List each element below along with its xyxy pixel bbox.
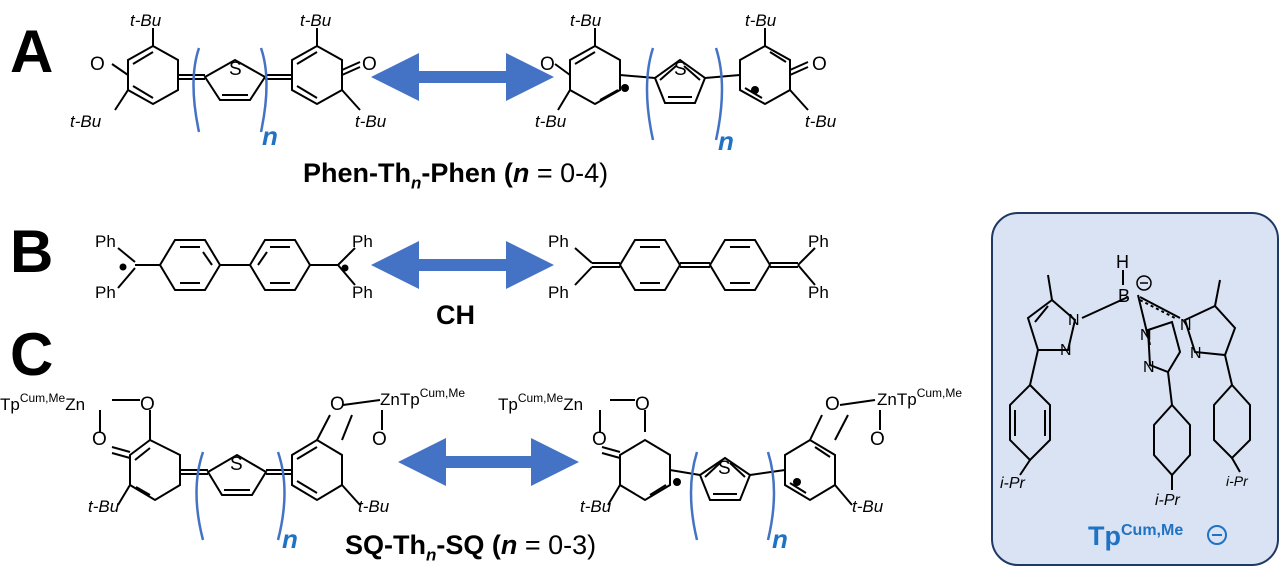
caption-c-post: -SQ ( — [436, 530, 501, 560]
c1-ligand-right: ZnTpCum,Me — [380, 386, 465, 409]
b1-ph-top-right: Ph — [352, 232, 373, 251]
a2-tbu-top-left: t-Bu — [570, 11, 602, 30]
a1-tbu-top-left: t-Bu — [130, 11, 162, 30]
panel-a-right-structure — [554, 28, 809, 111]
panel-letter-b: B — [10, 218, 54, 285]
b2-ph-bottom-right: Ph — [808, 283, 829, 302]
c2-oxygen-3: O — [825, 394, 840, 415]
inset-ipr-right: i-Pr — [1226, 473, 1249, 489]
c1-oxygen-3: O — [330, 394, 345, 415]
caption-a-sub: n — [411, 173, 422, 193]
c2-tbu-left: t-Bu — [580, 497, 612, 516]
c2-ligand-right: ZnTpCum,Me — [877, 386, 962, 409]
radical-dot-c-right — [793, 478, 801, 486]
caption-a-pre: Phen-Th — [303, 158, 411, 188]
a1-oxygen-left: O — [90, 54, 105, 75]
inset-atom-n-6: N — [1190, 345, 1202, 362]
caption-a-n: n — [512, 158, 530, 188]
panel-letter-a: A — [10, 18, 54, 85]
inset-atom-n-4: N — [1143, 359, 1155, 376]
c2-oxygen-1: O — [635, 394, 650, 415]
caption-c: SQ-Thn-SQ (n = 0-3) — [345, 530, 596, 565]
a2-index-n: n — [718, 126, 734, 156]
a2-tbu-bottom-right: t-Bu — [805, 112, 837, 131]
c1-ligand-left: TpCum,MeZn — [0, 391, 85, 414]
a1-sulfur: S — [229, 59, 242, 80]
inset-atom-n-5: N — [1180, 317, 1192, 334]
inset-boron-charge — [1136, 275, 1152, 291]
a1-oxygen-right: O — [362, 54, 377, 75]
radical-dot-b-right — [341, 264, 349, 272]
c2-ligand-left: TpCum,MeZn — [498, 391, 583, 414]
caption-c-pre: SQ-Th — [345, 530, 426, 560]
panel-c-right-structure — [599, 399, 881, 506]
c2-oxygen-2: O — [592, 429, 607, 450]
b2-ph-top-right: Ph — [808, 232, 829, 251]
radical-dot-b-left — [119, 263, 127, 271]
bracket-left-c2 — [689, 451, 699, 541]
c1-index-n: n — [282, 524, 298, 554]
bracket-right-c1 — [276, 451, 286, 541]
radical-dot-a-right — [751, 86, 759, 94]
caption-c-range: = 0-3) — [517, 530, 597, 560]
inset-atom-n-1: N — [1068, 312, 1080, 329]
b1-ph-top-left: Ph — [95, 232, 116, 251]
inset-label: TpCum,Me — [1088, 521, 1183, 551]
a1-tbu-top-right: t-Bu — [300, 11, 332, 30]
bracket-left-c1 — [195, 451, 205, 541]
inset-box — [991, 212, 1279, 566]
b1-ph-bottom-right: Ph — [352, 283, 373, 302]
a2-tbu-top-right: t-Bu — [745, 11, 777, 30]
b1-ph-bottom-left: Ph — [95, 283, 116, 302]
caption-b: CH — [436, 300, 475, 330]
caption-a: Phen-Thn-Phen (n = 0-4) — [303, 158, 608, 193]
c2-index-n: n — [772, 524, 788, 554]
a1-tbu-bottom-left: t-Bu — [70, 112, 102, 131]
bracket-left-a2 — [645, 47, 655, 141]
inset-ipr-middle: i-Pr — [1155, 492, 1181, 509]
inset-atom-n-3: N — [1140, 327, 1152, 344]
inset-atom-n-2: N — [1060, 342, 1072, 359]
radical-dot-a-left — [621, 84, 629, 92]
inset-hashed-bond — [1139, 299, 1176, 319]
bracket-left-a1 — [192, 47, 201, 133]
panel-b-right-structure — [574, 239, 816, 291]
panel-c-left-structure — [99, 399, 383, 506]
caption-a-range: = 0-4) — [529, 158, 609, 188]
c2-tbu-right: t-Bu — [852, 497, 884, 516]
a2-oxygen-right: O — [812, 54, 827, 75]
inset-atom-h: H — [1116, 252, 1129, 272]
inset-ipr-left: i-Pr — [1000, 475, 1026, 492]
bracket-right-a1 — [259, 47, 268, 133]
panel-a-left-structure — [111, 28, 361, 111]
c1-tbu-right: t-Bu — [358, 497, 390, 516]
a1-tbu-bottom-right: t-Bu — [355, 112, 387, 131]
a2-oxygen-left: O — [540, 54, 555, 75]
bracket-right-c2 — [766, 451, 776, 541]
c2-sulfur: S — [718, 458, 731, 479]
b2-ph-bottom-left: Ph — [548, 283, 569, 302]
inset-structure — [1009, 270, 1251, 490]
c1-tbu-left: t-Bu — [88, 497, 120, 516]
caption-c-sub: n — [426, 545, 437, 565]
inset-atom-b: B — [1118, 286, 1130, 306]
bracket-right-a2 — [714, 47, 724, 141]
panel-b-left-structure — [117, 239, 356, 291]
b2-ph-top-left: Ph — [548, 232, 569, 251]
a2-tbu-bottom-left: t-Bu — [535, 112, 567, 131]
caption-a-post: -Phen ( — [421, 158, 513, 188]
a2-sulfur: S — [674, 59, 687, 80]
inset-label-charge — [1207, 525, 1227, 545]
a1-index-n: n — [262, 121, 278, 151]
c1-oxygen-1: O — [140, 394, 155, 415]
c1-sulfur: S — [230, 454, 243, 475]
caption-c-n: n — [500, 530, 518, 560]
radical-dot-c-left — [673, 478, 681, 486]
c1-oxygen-2: O — [92, 429, 107, 450]
c1-oxygen-4: O — [372, 429, 387, 450]
c2-oxygen-4: O — [870, 429, 885, 450]
panel-letter-c: C — [10, 321, 54, 388]
